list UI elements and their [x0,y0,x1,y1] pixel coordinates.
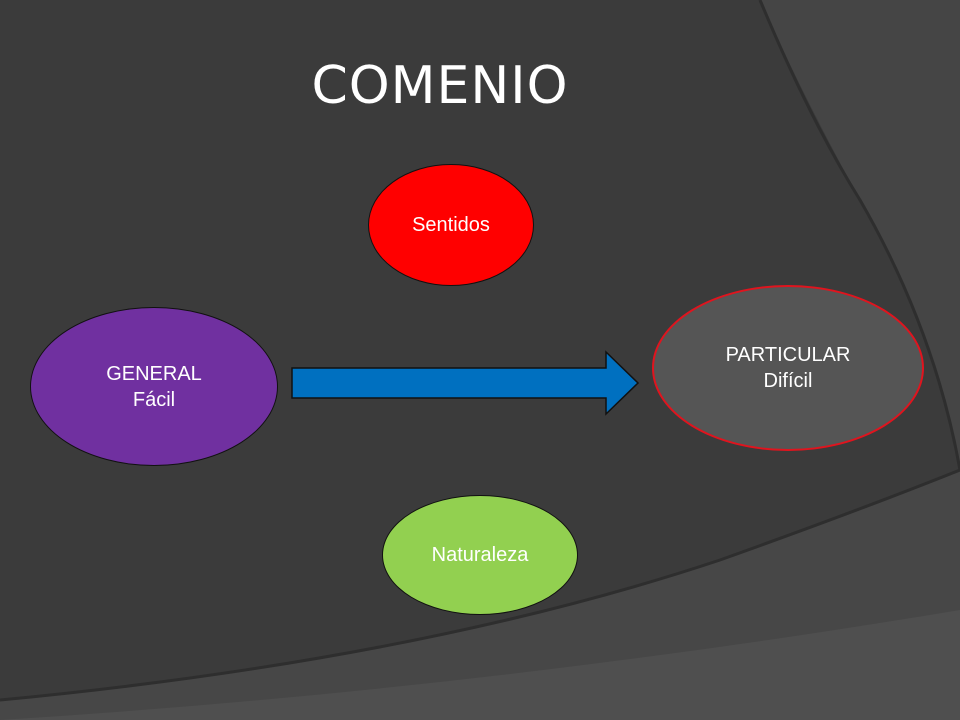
naturaleza-label: Naturaleza [431,544,529,566]
sentidos-node: Sentidos [368,164,534,286]
naturaleza-node: Naturaleza [382,495,578,615]
particular-node: PARTICULAR Difícil [652,285,924,451]
sentidos-label: Sentidos [412,214,490,236]
right-arrow-icon [291,350,640,416]
general-node: GENERAL Fácil [30,307,278,466]
particular-label: PARTICULAR [725,344,851,366]
particular-sublabel: Difícil [763,370,813,392]
general-sublabel: Fácil [132,388,176,411]
general-label: GENERAL [106,362,202,385]
slide-title: COMENIO [311,56,569,116]
